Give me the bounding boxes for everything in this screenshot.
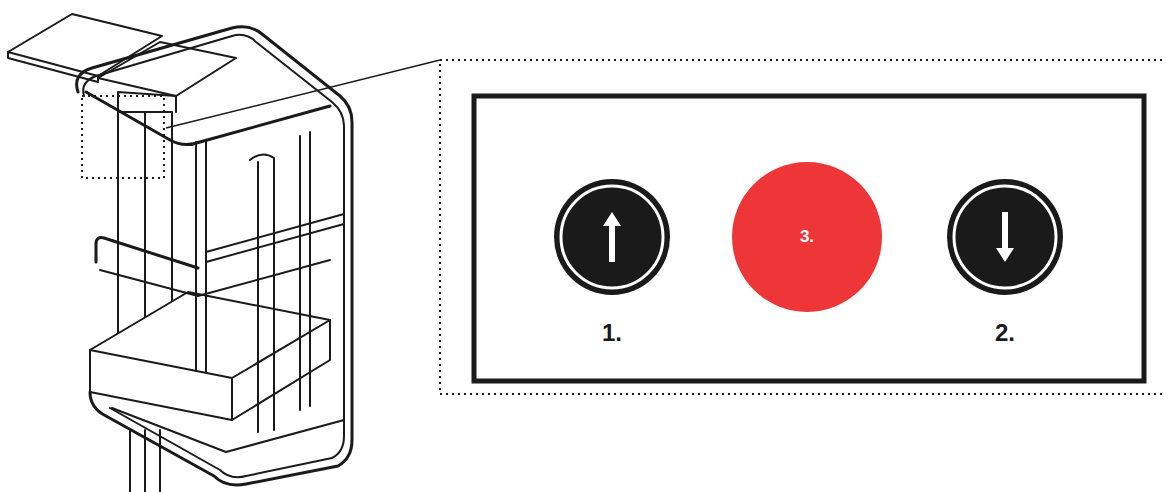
cage-rail-inner xyxy=(83,35,344,477)
stop-button: 3. xyxy=(732,162,882,312)
callout-number: 2. xyxy=(995,319,1015,347)
gate-post xyxy=(196,140,206,372)
mid-rail xyxy=(206,214,344,262)
top-plate-edge xyxy=(8,52,98,82)
control-panel xyxy=(474,96,1144,381)
detail-box xyxy=(82,96,164,178)
gate-bar xyxy=(300,132,310,410)
control-box-side xyxy=(118,92,176,112)
side-rail-lower xyxy=(100,260,330,296)
floor-box-edge xyxy=(90,320,330,420)
button-ring xyxy=(561,186,663,288)
up-button xyxy=(554,179,670,295)
zoom-panel xyxy=(440,60,1166,394)
cage-rail xyxy=(77,27,352,485)
floor-box xyxy=(90,292,330,420)
side-rail xyxy=(96,238,198,268)
button-number: 3. xyxy=(800,227,814,247)
mast-column xyxy=(129,430,131,492)
callout-number: 1. xyxy=(602,319,622,347)
leader-line xyxy=(166,60,440,128)
cage-bottom-rail xyxy=(112,408,344,452)
down-arrow xyxy=(996,212,1014,262)
gate-bar xyxy=(250,154,274,432)
button-ring xyxy=(954,186,1056,288)
mast-column xyxy=(159,430,161,492)
down-button xyxy=(947,179,1063,295)
up-arrow xyxy=(603,212,621,262)
